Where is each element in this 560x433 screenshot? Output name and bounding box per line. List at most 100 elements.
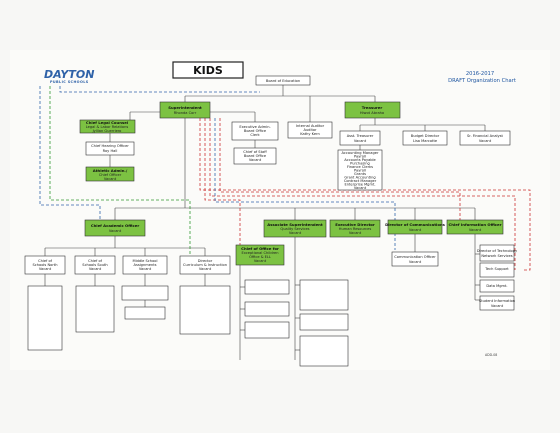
treasury-item: Accounts Payable (344, 158, 376, 162)
asst-treasurer-box: Asst. Treasurer Vacant (339, 130, 381, 146)
chief-staff-line1: Chief of Staff (243, 150, 267, 154)
kids-title-box: KIDS (172, 61, 244, 79)
legal-counsel-box: Chief Legal Counsel Legal & Labor Relati… (79, 119, 136, 134)
communication-officer-box: Communication Officer Vacant (391, 251, 439, 267)
ms-staff-list (121, 285, 169, 320)
ops-line2: Quality Services (280, 227, 309, 231)
ms-line3: Vacant (139, 267, 152, 271)
internal-auditor-box: Internal Auditor Auditor Kathy Kern (287, 121, 333, 139)
treasury-item: Payroll (354, 155, 366, 159)
south-line3: Vacant (89, 267, 102, 271)
south-line1: Chief of (88, 259, 103, 263)
ec-line3: Office & ELL (249, 255, 271, 259)
dayton-logo: DAYTON PUBLIC SCHOOLS (44, 68, 94, 84)
hr-line2: Human Resources (339, 227, 372, 231)
associate-superintendent-box: Associate Superintendent Quality Service… (263, 219, 327, 238)
sr-fin-line2: Vacant (479, 139, 492, 143)
athletic-line1: Athletic Admin./ (93, 168, 128, 173)
ec-line2: Exceptional Children (242, 251, 279, 255)
ec-staff-list (244, 279, 290, 339)
board-label: Board of Education (266, 79, 300, 83)
superintendent-name: Rhonda Corr (174, 111, 197, 115)
legal-line1: Chief Legal Counsel (86, 120, 128, 125)
auditor-line3: Kathy Kern (300, 132, 320, 136)
exec-admin-line1: Executive Admin. (239, 125, 270, 129)
hearing-officer-box: Chief Hearing Officer Roy Hall (85, 141, 135, 156)
athletic-line2: Chief Officer (99, 173, 122, 177)
logo-text: DAYTON (44, 68, 94, 81)
exceptional-children-box: Chief of Office for Exceptional Children… (235, 244, 285, 266)
treasury-item: Vacant (354, 186, 367, 190)
academic-name: Vacant (109, 229, 122, 233)
hearing-line1: Chief Hearing Officer (91, 144, 129, 148)
curriculum-box: Director Curriculum & Instruction Vacant (179, 255, 231, 275)
north-line2: Schools North (33, 263, 58, 267)
connector-lines (44, 84, 486, 360)
info-line2: Vacant (469, 228, 482, 232)
chart-year: 2016-2017 (466, 71, 494, 77)
treasury-item: Payroll (354, 169, 366, 173)
hr-line1: Executive Director (335, 222, 375, 227)
info-item: Vacant (491, 304, 504, 308)
budget-line2: Lisa Marcotte (413, 139, 438, 143)
chief-academic-officer-box: Chief Academic Officer Vacant (84, 219, 146, 237)
board-of-education-box: Board of Education (255, 75, 311, 86)
schools-south-box: Chief of Schools South Vacant (74, 255, 116, 275)
ec-line4: Vacant (254, 259, 267, 263)
chief-of-staff-box: Chief of Staff Board Office Vacant (233, 147, 277, 165)
kids-title: KIDS (193, 64, 223, 77)
exec-admin-line2: Board Office (244, 129, 267, 133)
exec-admin-line3: Clerk (250, 133, 260, 137)
legal-line2: Legal & Labor Relations (86, 125, 129, 129)
north-line3: Vacant (39, 267, 52, 271)
legal-line3: Jyllian Guerriero (92, 129, 122, 133)
treasury-item: Grants (354, 172, 366, 176)
ops-line3: Vacant (289, 231, 302, 235)
north-line1: Chief of (38, 259, 53, 263)
auditor-line1: Internal Auditor (296, 124, 325, 128)
budget-line1: Budget Director (411, 134, 440, 138)
info-item: Tech Support (484, 267, 509, 271)
treasury-item: Accounting Manager (342, 151, 379, 155)
chief-staff-line3: Vacant (249, 158, 262, 162)
info-item: Student Information (479, 299, 515, 303)
curriculum-line3: Vacant (199, 267, 212, 271)
info-item: Data Mgmt. (486, 284, 507, 288)
executive-admin-box: Executive Admin. Board Office Clerk (231, 121, 279, 141)
treasury-item: Grant Accounting (344, 176, 375, 180)
info-staff-list: Director of Technology Network Services … (477, 244, 518, 311)
treasury-staff-list: Accounting Manager Payroll Accounts Paya… (337, 149, 383, 191)
chief-staff-line2: Board Office (244, 154, 267, 158)
chart-title: DRAFT Organization Chart (448, 78, 516, 84)
ms-line2: Assignments (133, 263, 156, 267)
asst-treasurer-line1: Asst. Treasurer (347, 134, 374, 138)
north-staff-list (27, 285, 63, 351)
sr-fin-line1: Sr. Financial Analyst (467, 134, 504, 138)
human-resources-box: Executive Director Human Resources Vacan… (329, 219, 381, 238)
south-staff-list (75, 285, 115, 333)
treasury-item: Contract Manager (344, 179, 377, 183)
athletic-line3: Vacant (104, 177, 117, 181)
sr-financial-analyst-box: Sr. Financial Analyst Vacant (459, 130, 511, 146)
schools-north-box: Chief of Schools North Vacant (24, 255, 66, 275)
treasury-item: Enterprise Mgmt. (344, 183, 375, 187)
auditor-line2: Auditor (303, 128, 317, 132)
ms-line1: Middle School (133, 259, 158, 263)
communications-box: Director of Communications Vacant (385, 219, 446, 235)
curriculum-line2: Curriculum & Instruction (183, 263, 227, 267)
info-item: Network Services (481, 254, 512, 258)
academic-title: Chief Academic Officer (91, 223, 140, 228)
south-line2: Schools South (82, 263, 107, 267)
comm-sub-line1: Communication Officer (394, 255, 436, 259)
ops-line1: Associate Superintendent (267, 222, 323, 227)
treasurer-title: Treasurer (362, 105, 383, 110)
superintendent-title: Superintendent (168, 105, 202, 110)
ec-line1: Chief of Office for (241, 246, 279, 251)
hr-line3: Vacant (349, 231, 362, 235)
chief-information-officer-box: Chief Information Officer Vacant (446, 219, 504, 235)
info-line1: Chief Information Officer (448, 222, 501, 227)
superintendent-box: Superintendent Rhonda Corr (159, 101, 211, 119)
treasury-item: Purchasing (350, 162, 370, 166)
comm-sub-line2: Vacant (409, 260, 422, 264)
